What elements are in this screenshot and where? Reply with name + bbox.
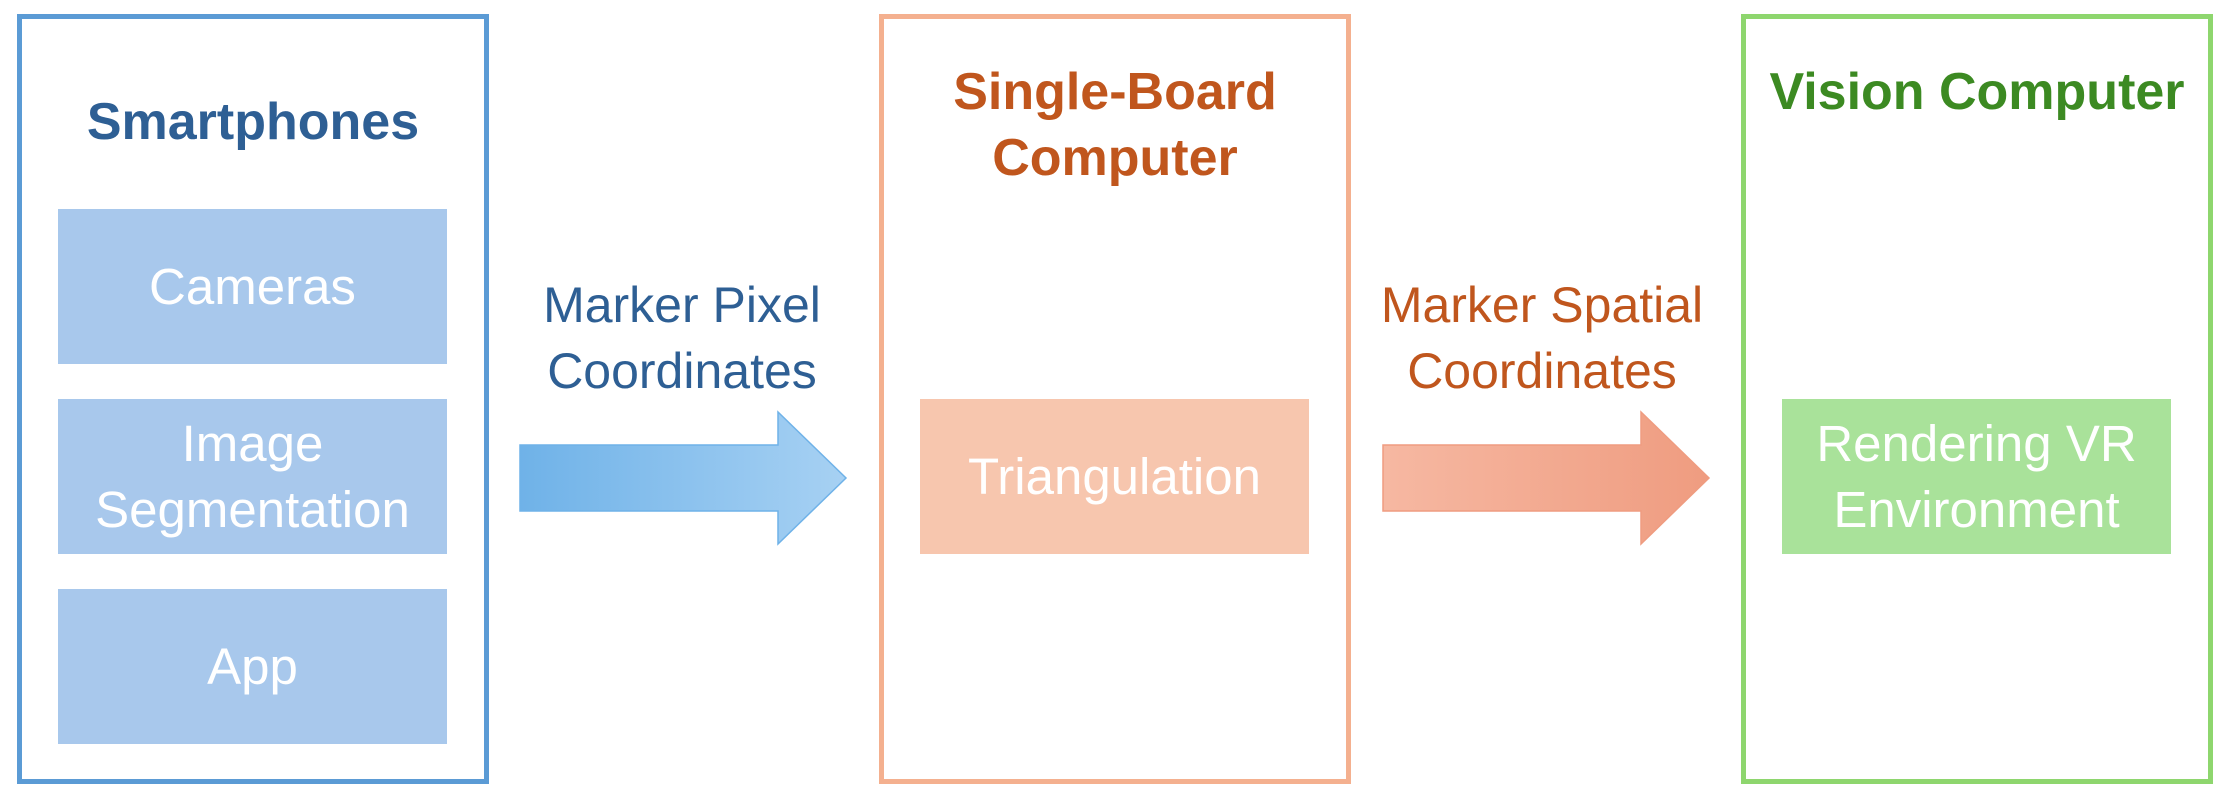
- image-segmentation-component: Image Segmentation: [58, 399, 447, 554]
- app-component: App: [58, 589, 447, 744]
- cameras-component: Cameras: [58, 209, 447, 364]
- smartphones-title: Smartphones: [86, 93, 420, 151]
- vision-computer-title: Vision Computer: [1769, 63, 2185, 121]
- triangulation-component: Triangulation: [920, 399, 1309, 554]
- marker-pixel-coordinates-label: Marker Pixel Coordinates: [543, 277, 821, 399]
- right-arrow-icon: [519, 410, 848, 546]
- marker-spatial-coordinates-label: Marker Spatial Coordinates: [1380, 277, 1704, 399]
- arrow-2-shape: [1382, 410, 1711, 546]
- single-board-computer-title: Single-Board Computer: [953, 63, 1277, 187]
- rendering-vr-environment-component: Rendering VR Environment: [1782, 399, 2171, 554]
- arrow-1-shape: [519, 410, 848, 546]
- right-arrow-icon: [1382, 410, 1711, 546]
